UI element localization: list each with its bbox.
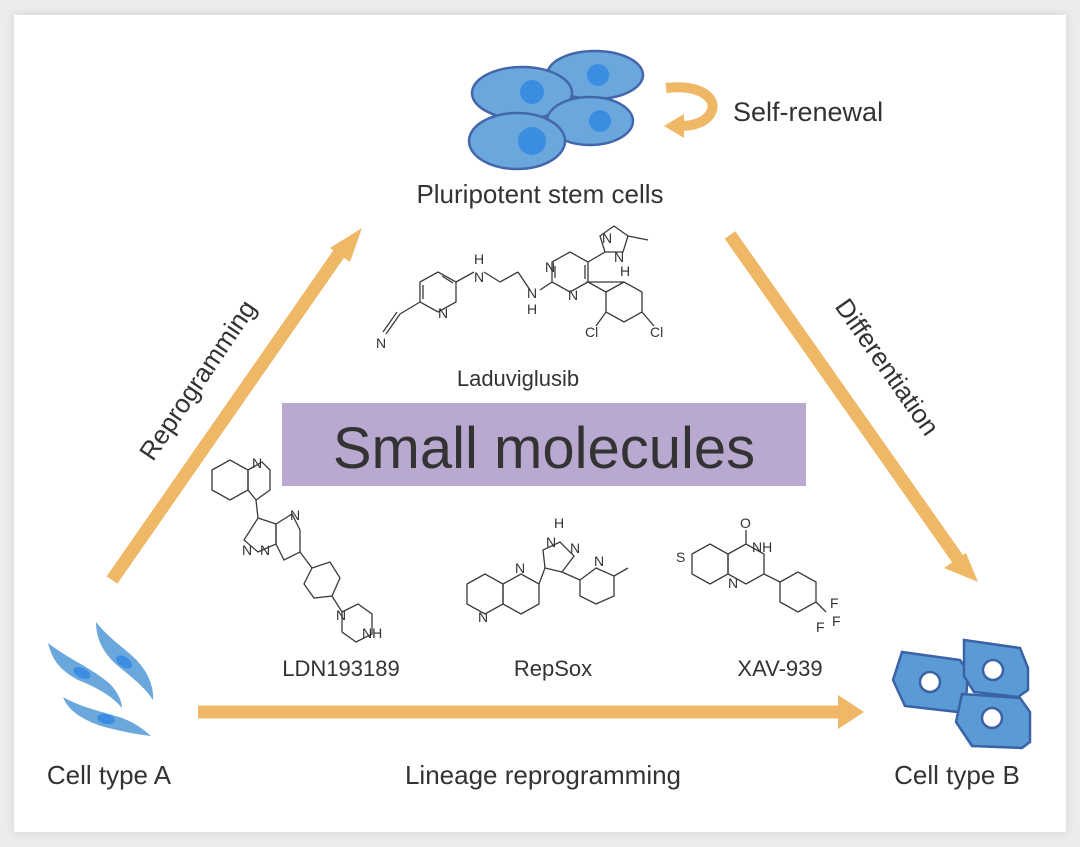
self-renewal-label: Self-renewal <box>733 97 883 127</box>
circular-arrow-icon <box>664 82 718 138</box>
svg-text:N: N <box>376 335 386 351</box>
svg-text:F: F <box>816 619 825 635</box>
svg-text:O: O <box>740 515 751 531</box>
svg-text:N: N <box>527 285 537 301</box>
svg-text:N: N <box>602 230 612 246</box>
ldn193189-structure: N N N N N NH <box>211 455 382 643</box>
svg-text:N: N <box>252 455 262 471</box>
svg-text:N: N <box>438 305 448 321</box>
repsox-label: RepSox <box>514 656 592 681</box>
svg-text:N: N <box>242 542 252 558</box>
diagram-title: Small molecules <box>333 416 755 481</box>
fibroblast-cells-icon <box>48 622 154 736</box>
svg-text:N: N <box>568 287 578 303</box>
cell-type-b-label: Cell type B <box>894 760 1020 790</box>
cell-type-a-label: Cell type A <box>47 760 172 790</box>
svg-text:N: N <box>570 540 580 556</box>
epithelial-cells-icon <box>891 638 1032 750</box>
svg-text:N: N <box>614 249 624 265</box>
title-box <box>282 403 806 486</box>
svg-text:H: H <box>474 251 484 267</box>
svg-text:N: N <box>594 553 604 569</box>
svg-text:N: N <box>728 575 738 591</box>
svg-text:F: F <box>832 613 841 629</box>
xav-939-structure: O S NH N F F F <box>676 515 841 635</box>
svg-text:N: N <box>478 609 488 625</box>
svg-text:NH: NH <box>362 625 382 641</box>
svg-text:Cl: Cl <box>585 324 598 340</box>
reprogramming-label: Reprogramming <box>133 294 262 465</box>
svg-text:H: H <box>620 263 630 279</box>
lineage-reprogramming-arrow <box>198 695 864 729</box>
laduviglusib-label: Laduviglusib <box>457 366 579 391</box>
svg-text:N: N <box>546 534 556 550</box>
ldn193189-label: LDN193189 <box>282 656 399 681</box>
svg-text:Cl: Cl <box>650 324 663 340</box>
pluripotent-stem-cells-icon <box>467 49 645 171</box>
xav-939-label: XAV-939 <box>737 656 822 681</box>
svg-text:N: N <box>474 269 484 285</box>
svg-text:N: N <box>336 607 346 623</box>
svg-text:N: N <box>290 507 300 523</box>
lineage-reprogramming-label: Lineage reprogramming <box>405 760 681 790</box>
svg-text:F: F <box>830 595 839 611</box>
svg-text:N: N <box>545 259 555 275</box>
svg-text:NH: NH <box>752 539 772 555</box>
reprogramming-arrow <box>106 228 362 584</box>
svg-text:H: H <box>554 515 564 531</box>
differentiation-label: Differentiation <box>829 293 945 441</box>
svg-text:H: H <box>527 301 537 317</box>
repsox-structure: H N N N N N <box>466 515 629 625</box>
svg-text:N: N <box>260 542 270 558</box>
svg-text:S: S <box>676 549 685 565</box>
laduviglusib-structure: N N H N H N N N N H N Cl Cl <box>376 225 663 351</box>
pluripotent-stem-cells-label: Pluripotent stem cells <box>416 179 663 209</box>
svg-text:N: N <box>515 560 525 576</box>
differentiation-arrow <box>724 231 978 582</box>
